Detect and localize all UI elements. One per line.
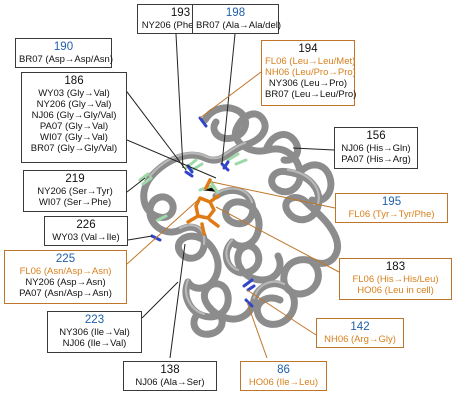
leader-142 (246, 289, 317, 336)
annotation-138: 138 NJ06 (Ala→Ser) (123, 361, 217, 391)
annotation-195: 195 FL06 (Tyr→Tyr/Phe) (335, 193, 448, 223)
annotation-183-number: 183 (385, 261, 406, 273)
annotation-223: 223 NY306 (Ile→Val) NJ06 (Ile→Val) (47, 311, 142, 353)
leader-86 (246, 301, 268, 359)
annotation-194: 194 FL06 (Leu→Leu/Met) NH06 (Leu/Pro→Pro… (261, 40, 357, 106)
annotation-186-line-1: WY03 (Gly→Val) (38, 88, 110, 99)
annotation-219: 219 NY206 (Ser→Tyr) WI07 (Ser→Phe) (23, 170, 127, 212)
annotation-190-line-1: BR07 (Asp→Asp/Asn) (19, 54, 113, 65)
annotation-190-number: 190 (53, 41, 74, 53)
annotation-183: 183 FL06 (His→His/Leu) HO06 (Leu in cell… (339, 258, 452, 300)
annotation-225-number: 225 (55, 253, 76, 265)
annotation-183-line-1: FL06 (His→His/Leu) (352, 274, 439, 285)
annotation-186-number: 186 (64, 75, 84, 87)
annotation-225-line-1: FL06 (Asn/Asp→Asn) (19, 266, 112, 277)
annotation-186-line-3: NJ06 (Gly→Gly/Val) (31, 110, 117, 121)
annotation-225-line-2: NY206 (Asp→Asn) (25, 277, 106, 288)
annotation-226: 226 WY03 (Val→Ile) (44, 216, 128, 246)
ligand-sialic-acid (186, 178, 220, 236)
annotation-198-number: 198 (225, 7, 246, 19)
annotation-194-line-4: BR07 (Leu→Leu/Pro) (265, 89, 357, 100)
annotation-86-line-1: HO06 (Ile→Leu) (248, 377, 319, 388)
leader-198 (221, 33, 236, 165)
annotation-223-number: 223 (84, 314, 105, 326)
leader-156 (292, 147, 335, 151)
annotation-186-line-6: BR07 (Gly→Gly/Val) (30, 143, 118, 154)
annotation-186-line-2: NY206 (Gly→Val) (36, 99, 112, 110)
annotation-194-line-1: FL06 (Leu→Leu/Met) (265, 56, 356, 67)
annotation-186-line-4: PA07 (Gly→Val) (39, 121, 109, 132)
annotation-186: 186 WY03 (Gly→Val) NY206 (Gly→Val) NJ06 … (21, 72, 127, 163)
annotation-198-line-1: BR07 (Ala→Ala/del) (196, 20, 282, 31)
annotation-219-number: 219 (65, 173, 85, 185)
annotation-225: 225 FL06 (Asn/Asp→Asn) NY206 (Asp→Asn) P… (4, 250, 127, 304)
annotation-183-line-2: HO06 (Leu in cell) (357, 285, 434, 296)
protein-backbone (140, 104, 341, 338)
annotation-156: 156 NJ06 (His→Gln) PA07 (His→Arg) (334, 127, 418, 169)
annotation-138-number: 138 (160, 364, 180, 376)
annotation-219-line-1: NY206 (Ser→Tyr) (37, 186, 113, 197)
annotation-225-line-3: PA07 (Asn/Asp→Asn) (19, 288, 112, 299)
leader-186 (126, 139, 217, 179)
leader-225 (126, 199, 199, 265)
leader-195 (211, 181, 336, 209)
annotation-195-line-1: FL06 (Tyr→Tyr/Phe) (348, 209, 435, 220)
annotation-86: 86 HO06 (Ile→Leu) (240, 361, 327, 391)
annotation-193-number: 193 (170, 7, 191, 19)
annotation-156-line-2: PA07 (His→Arg) (341, 154, 411, 165)
annotation-142-number: 142 (350, 321, 370, 333)
annotation-186-line-5: WI07 (Gly→Val) (40, 132, 108, 143)
annotation-86-number: 86 (277, 364, 290, 376)
annotation-226-line-1: WY03 (Val→Ile) (52, 232, 120, 243)
leader-183 (215, 206, 340, 273)
annotation-223-line-1: NY306 (Ile→Val) (59, 327, 130, 338)
annotation-194-line-2: NH06 (Leu/Pro→Pro) (265, 67, 356, 78)
protein-backbone-highlight (148, 141, 320, 316)
annotation-190: 190 BR07 (Asp→Asp/Asn) (15, 38, 113, 68)
leader-223 (141, 281, 179, 319)
annotation-142: 142 NH06 (Arg→Gly) (316, 318, 404, 348)
annotation-156-line-1: NJ06 (His→Gln) (341, 143, 411, 154)
annotation-142-line-1: NH06 (Arg→Gly) (324, 334, 396, 345)
annotation-219-line-2: WI07 (Ser→Phe) (38, 197, 112, 208)
blue-residues (150, 116, 256, 308)
leader-194 (199, 71, 262, 119)
annotation-194-number: 194 (298, 43, 318, 55)
annotation-223-line-2: NJ06 (Ile→Val) (62, 338, 127, 349)
leader-226 (127, 235, 153, 241)
leader-219 (126, 177, 146, 193)
annotation-194-line-3: NY306 (Leu→Pro) (268, 78, 348, 89)
annotation-156-number: 156 (366, 130, 386, 142)
annotation-138-line-1: NJ06 (Ala→Ser) (135, 377, 205, 388)
annotation-226-number: 226 (76, 219, 96, 231)
annotation-193-line-1: NY206 (Phe→Tyr) (141, 20, 220, 31)
leader-193 (175, 33, 184, 169)
annotation-195-number: 195 (381, 196, 402, 208)
annotation-198: 198 BR07 (Ala→Ala/del) (192, 4, 282, 34)
leader-138 (169, 243, 186, 359)
